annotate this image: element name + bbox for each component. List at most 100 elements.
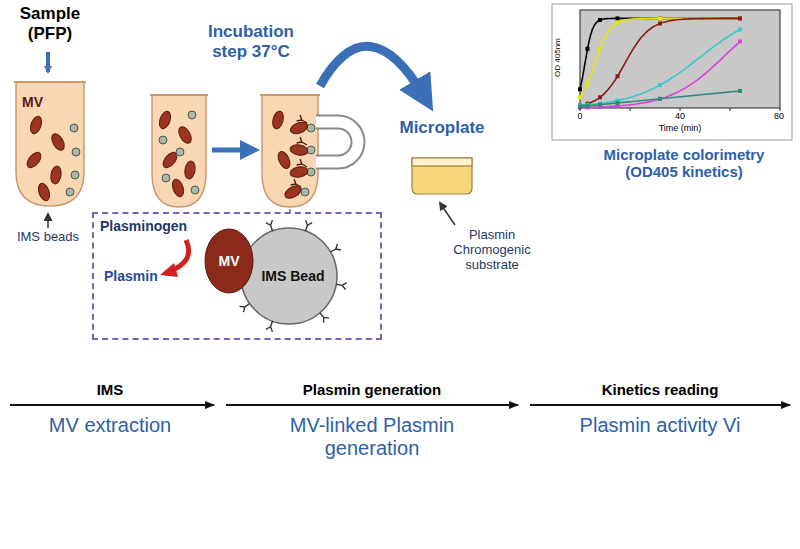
plate-well xyxy=(412,158,472,194)
microvesicle xyxy=(170,178,186,198)
data-point xyxy=(658,83,662,87)
chart-frame xyxy=(552,4,792,140)
stage-title: Plasmin generation xyxy=(262,381,482,398)
microvesicle: MV xyxy=(204,228,254,294)
antibody xyxy=(302,220,312,232)
microvesicle xyxy=(184,160,197,179)
step-arrow xyxy=(212,148,250,153)
microvesicle xyxy=(271,110,285,130)
ims-bead xyxy=(162,174,170,182)
ims-bead xyxy=(191,186,199,194)
microvesicle xyxy=(289,166,308,179)
antibody xyxy=(239,240,251,251)
sample-label: Sample (PFP) xyxy=(8,4,92,43)
magnet xyxy=(316,122,358,162)
timeline-arrow xyxy=(10,404,214,406)
data-point xyxy=(738,27,742,31)
plot-area xyxy=(580,10,780,108)
data-point xyxy=(598,18,602,22)
ims-bead xyxy=(188,111,196,119)
kinetics-curve xyxy=(580,18,740,89)
data-point xyxy=(586,82,590,86)
kinetics-curve xyxy=(580,18,740,97)
data-point xyxy=(738,16,742,20)
data-point xyxy=(598,47,602,51)
microvesicle xyxy=(289,144,308,157)
tick-label: 0 xyxy=(570,111,590,121)
antibody xyxy=(266,320,276,332)
data-point xyxy=(586,103,590,107)
antibody xyxy=(231,273,241,280)
data-point xyxy=(586,47,590,51)
data-point xyxy=(658,97,662,101)
microvesicle xyxy=(50,165,63,184)
data-point xyxy=(578,95,582,99)
antibody xyxy=(297,159,309,170)
data-point xyxy=(658,16,662,20)
ims-bead xyxy=(71,171,79,179)
tube-rim xyxy=(14,81,86,83)
microvesicle xyxy=(176,125,194,146)
antibody xyxy=(239,301,251,312)
antibody xyxy=(297,115,309,126)
microvesicle xyxy=(49,132,67,153)
data-point xyxy=(598,95,602,99)
antibody xyxy=(336,281,347,290)
conversion-arrowhead xyxy=(160,263,178,277)
data-point xyxy=(578,87,582,91)
data-point xyxy=(616,21,620,25)
tick-label: 80 xyxy=(768,111,790,121)
node-text: Plasmin xyxy=(104,268,174,284)
timeline-arrow xyxy=(530,404,790,406)
data-point xyxy=(738,16,742,20)
axis-title: OD 405nm xyxy=(553,28,562,88)
ims-bead xyxy=(301,188,309,196)
test-tube xyxy=(16,82,84,206)
axis-tick xyxy=(730,108,731,111)
stage-description: MV extraction xyxy=(40,414,180,437)
axis-tick xyxy=(580,108,581,111)
substrate-label: Plasmin Chromogenic substrate xyxy=(432,228,552,273)
data-point xyxy=(658,97,662,101)
antibody xyxy=(317,311,329,323)
microvesicle xyxy=(276,150,293,171)
tube-rim xyxy=(150,94,208,96)
tick-label: 40 xyxy=(670,111,690,121)
ims-bead xyxy=(307,124,315,132)
timeline-arrow xyxy=(226,404,518,406)
test-tube xyxy=(152,95,206,207)
well-meniscus xyxy=(412,158,472,166)
node-text: IMS Bead xyxy=(253,268,324,284)
axis-title: Time (min) xyxy=(640,123,720,133)
antibody xyxy=(291,179,303,190)
tube-rim xyxy=(260,94,320,96)
data-point xyxy=(658,22,662,26)
stage-description: MV-linked Plasmin generation xyxy=(247,414,497,460)
microvesicle xyxy=(28,115,44,135)
data-point xyxy=(738,89,742,93)
data-point xyxy=(578,104,582,108)
zoom-inset: PlasminogenPlasmin MV IMS Bead xyxy=(92,212,382,340)
test-tube: MV xyxy=(14,80,86,210)
magnet xyxy=(316,122,358,162)
data-point xyxy=(586,104,590,108)
node-text: Plasminogen xyxy=(100,218,210,234)
ims-bead xyxy=(72,148,80,156)
data-point xyxy=(598,103,602,107)
kinetics-curve xyxy=(580,42,740,108)
microvesicle-shape xyxy=(205,229,253,293)
transfer-arrow xyxy=(320,46,424,96)
step-label: Incubation step 37°C xyxy=(192,22,310,61)
microvesicle xyxy=(36,182,52,202)
data-point xyxy=(616,74,620,78)
node-text: MV xyxy=(22,94,62,110)
node-text: MV xyxy=(219,253,240,269)
data-point xyxy=(616,16,620,20)
bead-shape xyxy=(241,228,337,324)
axis-tick xyxy=(780,108,781,111)
axis-tick xyxy=(630,108,631,111)
antibody xyxy=(297,137,309,148)
microplate: Microplate xyxy=(388,118,496,198)
kinetics-curve xyxy=(580,91,740,107)
